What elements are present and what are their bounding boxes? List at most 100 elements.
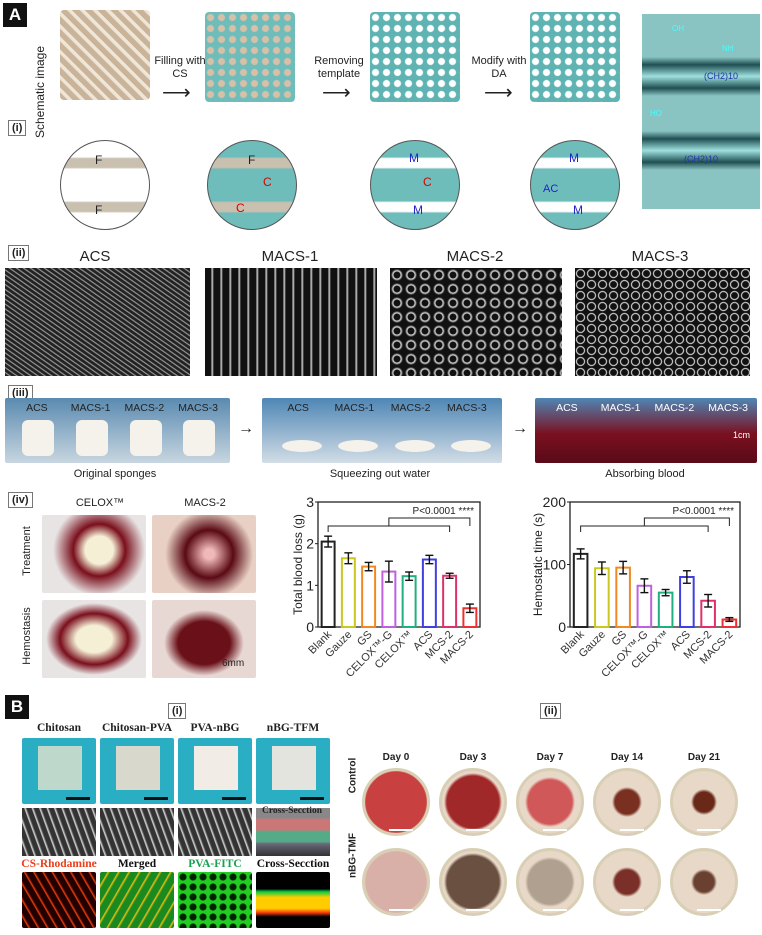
wound-photo (593, 848, 661, 916)
y-tick-label: 0 (306, 619, 314, 635)
y-axis-label: Total blood loss (g) (291, 514, 305, 615)
fluorescence-label: Cross-Secction (256, 858, 330, 870)
sponge-label: MACS-3 (708, 402, 748, 414)
membrane-photo (100, 738, 174, 804)
b-column-label: PVA-nBG (190, 722, 240, 734)
ct-label-acs: ACS (79, 248, 111, 265)
ct-image-acs (5, 268, 190, 376)
subpanel-b-i-label: (i) (168, 703, 187, 719)
significance-bracket (643, 517, 730, 526)
panel-b-label: B (5, 695, 29, 719)
bar (421, 558, 437, 628)
scale-1cm: 1cm (733, 430, 751, 440)
significance-annotation: P<0.0001 **** (413, 506, 475, 517)
template-circle: F F (60, 140, 150, 230)
photo-macs2-hemostasis (152, 600, 256, 678)
schematic-label: Schematic image (33, 45, 47, 139)
step-modify: Modify with DA (471, 55, 527, 80)
ct-label-macs1: MACS-1 (261, 248, 319, 265)
fluorescence-image (22, 872, 96, 928)
arrow-icon: ⟶ (484, 82, 513, 104)
sponge (450, 440, 491, 452)
membrane-photo (256, 738, 330, 804)
wound-photo (439, 848, 507, 916)
arrow-icon: → (238, 420, 254, 437)
bar (594, 567, 610, 628)
y-axis-label: Hemostatic time (s) (531, 513, 545, 616)
alkyl-chain-label: (CH2)10 (684, 154, 719, 164)
modified-circle: M AC M (530, 140, 620, 230)
wound-photo (670, 768, 738, 836)
ct-label-macs2: MACS-2 (446, 248, 504, 265)
significance-bracket (327, 525, 451, 532)
col-celox: CELOX™ (75, 497, 125, 509)
b-column-label: nBG-TFM (266, 722, 320, 734)
ct-image-macs1 (205, 268, 377, 376)
step-removing: Removing template (314, 55, 364, 80)
day-label: Day 0 (382, 752, 410, 763)
alkyl-chain-label: (CH2)10 (704, 71, 739, 81)
filled-cube (205, 12, 295, 102)
subpanel-iv-label: (iv) (8, 492, 33, 508)
wound-photo (362, 768, 430, 836)
bar (679, 576, 695, 628)
caption-original: Original sponges (73, 468, 157, 480)
sponge-label: MACS-3 (447, 402, 487, 414)
y-tick-label: 2 (306, 536, 314, 552)
fiber-mark: F (248, 153, 256, 167)
sponge-label: MACS-2 (654, 402, 695, 414)
sponge-label: MACS-1 (600, 402, 641, 414)
modified-cube (530, 12, 620, 102)
macropore-mark: M (413, 203, 423, 217)
fluorescence-label: CS-Rhodamine (21, 858, 97, 870)
sem-image (256, 808, 330, 856)
bar (340, 557, 356, 628)
bar (361, 565, 377, 629)
day-label: Day 21 (687, 752, 721, 763)
wound-photo (439, 768, 507, 836)
panel-a-label: A (3, 3, 27, 27)
porous-circle: M C M (370, 140, 460, 230)
y-tick-label: 200 (543, 494, 567, 510)
y-tick-label: 100 (543, 557, 567, 573)
y-tick-label: 3 (306, 494, 314, 510)
fluorescence-label: Merged (117, 858, 157, 870)
arrow-icon: ⟶ (322, 82, 351, 104)
wound-photo (670, 848, 738, 916)
photo-squeezed-sponges (262, 398, 502, 463)
fluorescence-image (178, 872, 252, 928)
sponge-label: ACS (556, 402, 578, 414)
macropore-mark: M (573, 203, 583, 217)
ct-image-macs2 (390, 268, 562, 376)
macropore-mark: M (409, 151, 419, 165)
wound-photo (362, 848, 430, 916)
caption-squeezing: Squeezing out water (329, 468, 431, 480)
hydroxyl-label: HO (650, 109, 662, 118)
subpanel-iii-label: (iii) (8, 385, 33, 401)
sem-image (178, 808, 252, 856)
step-filling: Filling with CS (154, 55, 206, 80)
fluorescence-image (256, 872, 330, 928)
sponge (183, 420, 216, 456)
wound-photo (516, 768, 584, 836)
fluorescence-image (100, 872, 174, 928)
chitosan-mark: C (263, 175, 272, 189)
membrane-photo (178, 738, 252, 804)
photo-celox-treatment (42, 515, 146, 593)
macropore-mark: M (569, 151, 579, 165)
sponge (22, 420, 54, 456)
sponge (338, 440, 379, 452)
subpanel-ii-label: (ii) (8, 245, 30, 261)
day-label: Day 7 (536, 752, 564, 763)
bar (572, 552, 589, 628)
significance-bracket (580, 525, 709, 532)
bar (657, 591, 674, 628)
fluorescence-label: PVA-FITC (188, 858, 242, 870)
photo-celox-hemostasis (42, 600, 146, 678)
ct-image-macs3 (575, 268, 750, 376)
cross-section-label: Cross-Secction (262, 806, 322, 816)
sponge-label: MACS-1 (70, 402, 111, 414)
day-label: Day 3 (459, 752, 487, 763)
significance-bracket (388, 517, 471, 526)
